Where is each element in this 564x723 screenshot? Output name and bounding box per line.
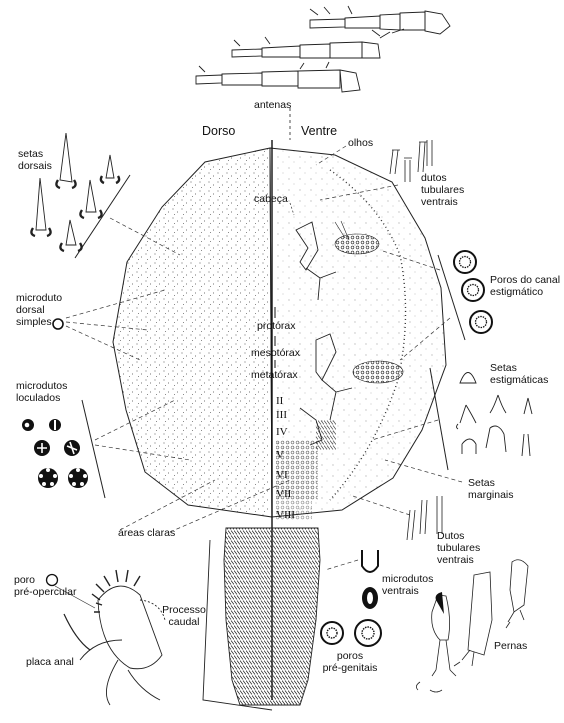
prothorax-label: protórax (257, 320, 296, 332)
segment-label-viii: VIII (276, 509, 295, 521)
segment-label-vi: VI (276, 469, 288, 481)
head-label: cabeça (254, 193, 288, 205)
caudal-process-label: Processo caudal (156, 604, 212, 628)
ventre-header: Ventre (301, 124, 338, 138)
loculated-line-2: loculados (16, 392, 61, 404)
dorsal-setae-drawings (30, 132, 121, 253)
caudal-process (202, 527, 321, 711)
mesothorax-label: mesotórax (251, 347, 301, 359)
caudal-line-1: Processo (162, 604, 206, 616)
marginal-setae-line-1: Setas (468, 477, 495, 489)
legs-drawings (416, 559, 529, 693)
bottom-ducts-line-1: Dutos (437, 530, 465, 542)
dorsal-setae-line-2: dorsais (18, 160, 52, 172)
microduct-circle-icon (52, 318, 64, 330)
microduct-pointers (65, 289, 166, 361)
ventral-microducts-line-2: ventrais (382, 585, 419, 597)
pregenital-pores-label: poros pré-genitais (318, 650, 382, 674)
loculated-microducts-drawings (22, 419, 88, 488)
dorso-header: Dorso (202, 124, 236, 138)
leg-hatching (316, 420, 336, 450)
stigmatic-pores-line-2: estigmático (490, 286, 544, 298)
stigmatic-clusters (334, 220, 404, 384)
dorsal-microduct-label: microduto dorsal simples (16, 292, 62, 328)
microduct-line-3: simples (16, 316, 52, 328)
stigmatic-setae-line-2: estigmáticas (490, 374, 549, 386)
segment-label-v: V (276, 449, 284, 461)
anal-plate-label: placa anal (26, 656, 74, 668)
dorsal-setae-line-1: setas (18, 148, 44, 160)
microduct-line-1: microduto (16, 292, 63, 304)
marginal-setae-pointer (384, 459, 463, 483)
bottom-ducts-line-3: ventrais (437, 554, 474, 566)
stigmatic-setae-bracket (429, 367, 449, 471)
pores-pointers (379, 249, 451, 361)
microduct-line-2: dorsal (16, 304, 45, 316)
bottom-ducts-line-2: tubulares (437, 542, 481, 554)
marginal-setae-line-2: marginais (468, 489, 514, 501)
loculated-bracket (81, 399, 106, 499)
bottom-tubular-ducts-label: Dutos tubulares ventrais (437, 530, 480, 566)
pores-bracket (437, 254, 466, 341)
antennae-label: antenas (254, 99, 292, 111)
stigmatic-setae-drawings (456, 372, 533, 457)
stigmatic-pores-line-1: Poros do canal (490, 274, 561, 286)
top-ducts-line-1: dutos (421, 172, 447, 184)
top-ducts-line-2: tubulares (421, 184, 465, 196)
dorsal-setae-label: setas dorsais (18, 148, 52, 172)
preopercular-line-1: poro (14, 574, 36, 586)
top-ducts-line-3: ventrais (421, 196, 458, 208)
dorsal-setae-bracket (74, 174, 131, 259)
pregenital-line-1: poros (336, 650, 364, 662)
leg-dark-mark (435, 592, 444, 614)
top-tubular-ducts-drawings (389, 140, 433, 182)
stigmatic-pores-label: Poros do canal estigmático (490, 274, 560, 298)
top-tubular-ducts-label: dutos tubulares ventrais (421, 172, 464, 208)
stigmatic-pores-drawings (453, 250, 493, 334)
clear-areas-pointers (119, 479, 291, 533)
caudal-line-2: caudal (168, 616, 200, 628)
metathorax-label: metatórax (251, 369, 298, 381)
bottom-ducts-pointer (349, 494, 411, 516)
ventral-microducts-pointer (324, 559, 359, 571)
stigmatic-setae-pointer (371, 419, 439, 441)
body-outline (112, 140, 447, 700)
segment-label-vii: VII (276, 488, 292, 500)
ventral-microducts-label: microdutos ventrais (382, 573, 433, 597)
segment-label-ii: II (276, 395, 284, 407)
clear-areas-label: áreas claras (118, 527, 176, 539)
preopercular-pointer (54, 585, 96, 609)
loculated-microducts-label: microdutos loculados (16, 380, 67, 404)
eyes-label: olhos (348, 137, 374, 149)
stigmatic-setae-label: Setas estigmáticas (490, 362, 548, 386)
anal-plate-drawing (45, 569, 166, 706)
ventral-abdominal-areas (276, 440, 318, 520)
eyes-pointer (315, 145, 347, 166)
dorsal-setae-pointer (109, 217, 181, 256)
bottom-tubular-ducts-drawings (406, 496, 443, 541)
preopercular-pore-label: poro pré-opercular (14, 574, 76, 598)
pregenital-pores-drawings (320, 619, 382, 647)
ventral-microducts-drawings (361, 550, 379, 609)
ventral-microducts-line-1: microdutos (382, 573, 434, 585)
top-ducts-pointer (319, 184, 399, 201)
stigmatic-setae-line-1: Setas (490, 362, 517, 374)
segment-label-iv: IV (276, 426, 288, 438)
marginal-setae-label: Setas marginais (468, 477, 514, 501)
preopercular-line-2: pré-opercular (14, 586, 77, 598)
segment-label-iii: III (276, 409, 287, 421)
loculated-pointers (94, 399, 191, 461)
loculated-line-1: microdutos (16, 380, 68, 392)
pregenital-line-2: pré-genitais (322, 662, 378, 674)
antennae-drawings (195, 5, 451, 93)
legs-label: Pernas (494, 640, 528, 652)
